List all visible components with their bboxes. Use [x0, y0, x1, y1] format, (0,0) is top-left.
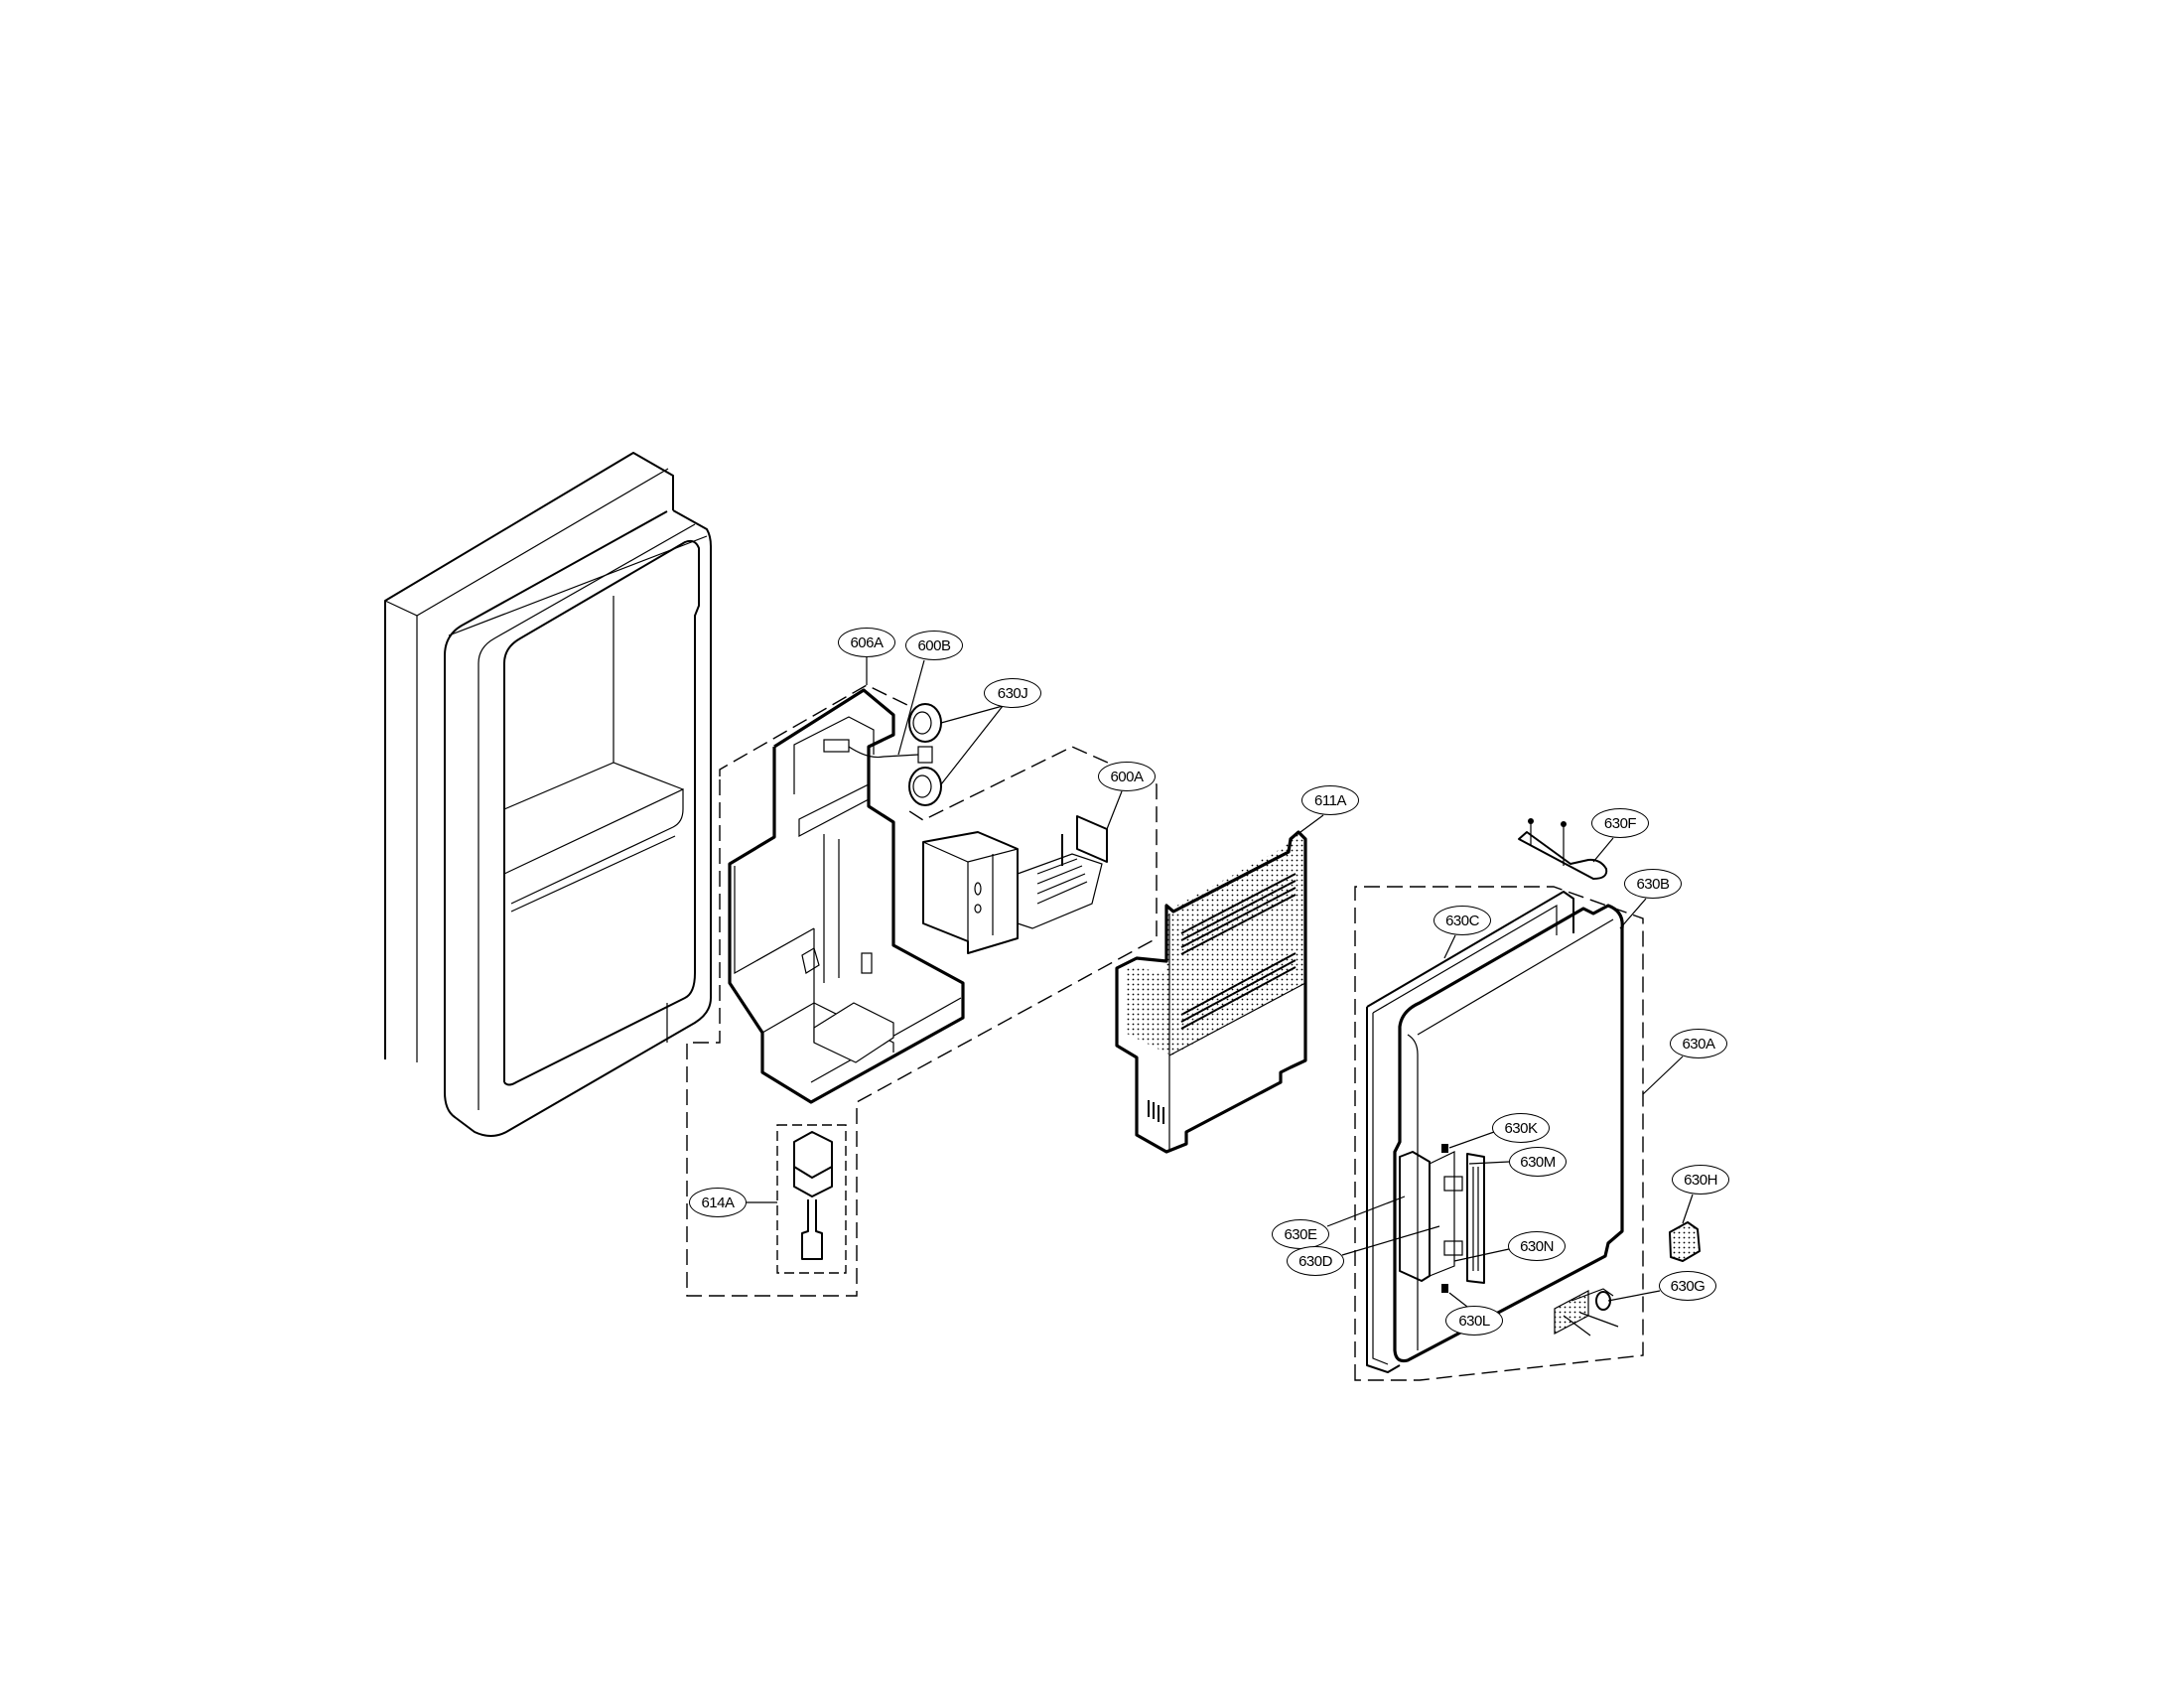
callout-600A[interactable]: 600A [1098, 762, 1156, 791]
callout-630D[interactable]: 630D [1287, 1246, 1344, 1276]
callout-606A[interactable]: 606A [838, 628, 895, 657]
callout-630B[interactable]: 630B [1624, 869, 1682, 899]
hinge-cap [1669, 1221, 1701, 1262]
bottom-hinge-bracket [1554, 1288, 1619, 1336]
callout-600B[interactable]: 600B [905, 631, 963, 660]
callout-630N[interactable]: 630N [1508, 1231, 1566, 1261]
ice-maker [922, 815, 1108, 954]
callout-630C[interactable]: 630C [1433, 906, 1491, 935]
callout-630G[interactable]: 630G [1659, 1271, 1716, 1301]
wire-harness [823, 739, 933, 764]
door-panel [1393, 904, 1624, 1363]
callout-630E[interactable]: 630E [1272, 1219, 1329, 1249]
callout-630K[interactable]: 630K [1492, 1113, 1550, 1143]
callout-611A[interactable]: 611A [1301, 785, 1359, 815]
water-valve [776, 1124, 847, 1274]
freezer-door-outer [384, 452, 712, 1137]
hinge-assembly [1399, 1144, 1485, 1293]
top-hinge-bracket [1518, 818, 1608, 880]
callout-614A[interactable]: 614A [689, 1188, 747, 1217]
dispenser-cover [1115, 830, 1307, 1154]
callout-630L[interactable]: 630L [1445, 1306, 1503, 1336]
dispenser-group-boundary [686, 684, 1158, 1297]
dispenser-housing [728, 688, 965, 1104]
callout-630A[interactable]: 630A [1670, 1029, 1727, 1058]
right-door-boundary [1354, 886, 1644, 1381]
callout-630J[interactable]: 630J [984, 678, 1041, 708]
callout-630H[interactable]: 630H [1672, 1165, 1729, 1195]
leader-lines [747, 657, 1694, 1308]
callout-630M[interactable]: 630M [1509, 1147, 1567, 1177]
callout-630F[interactable]: 630F [1591, 808, 1649, 838]
